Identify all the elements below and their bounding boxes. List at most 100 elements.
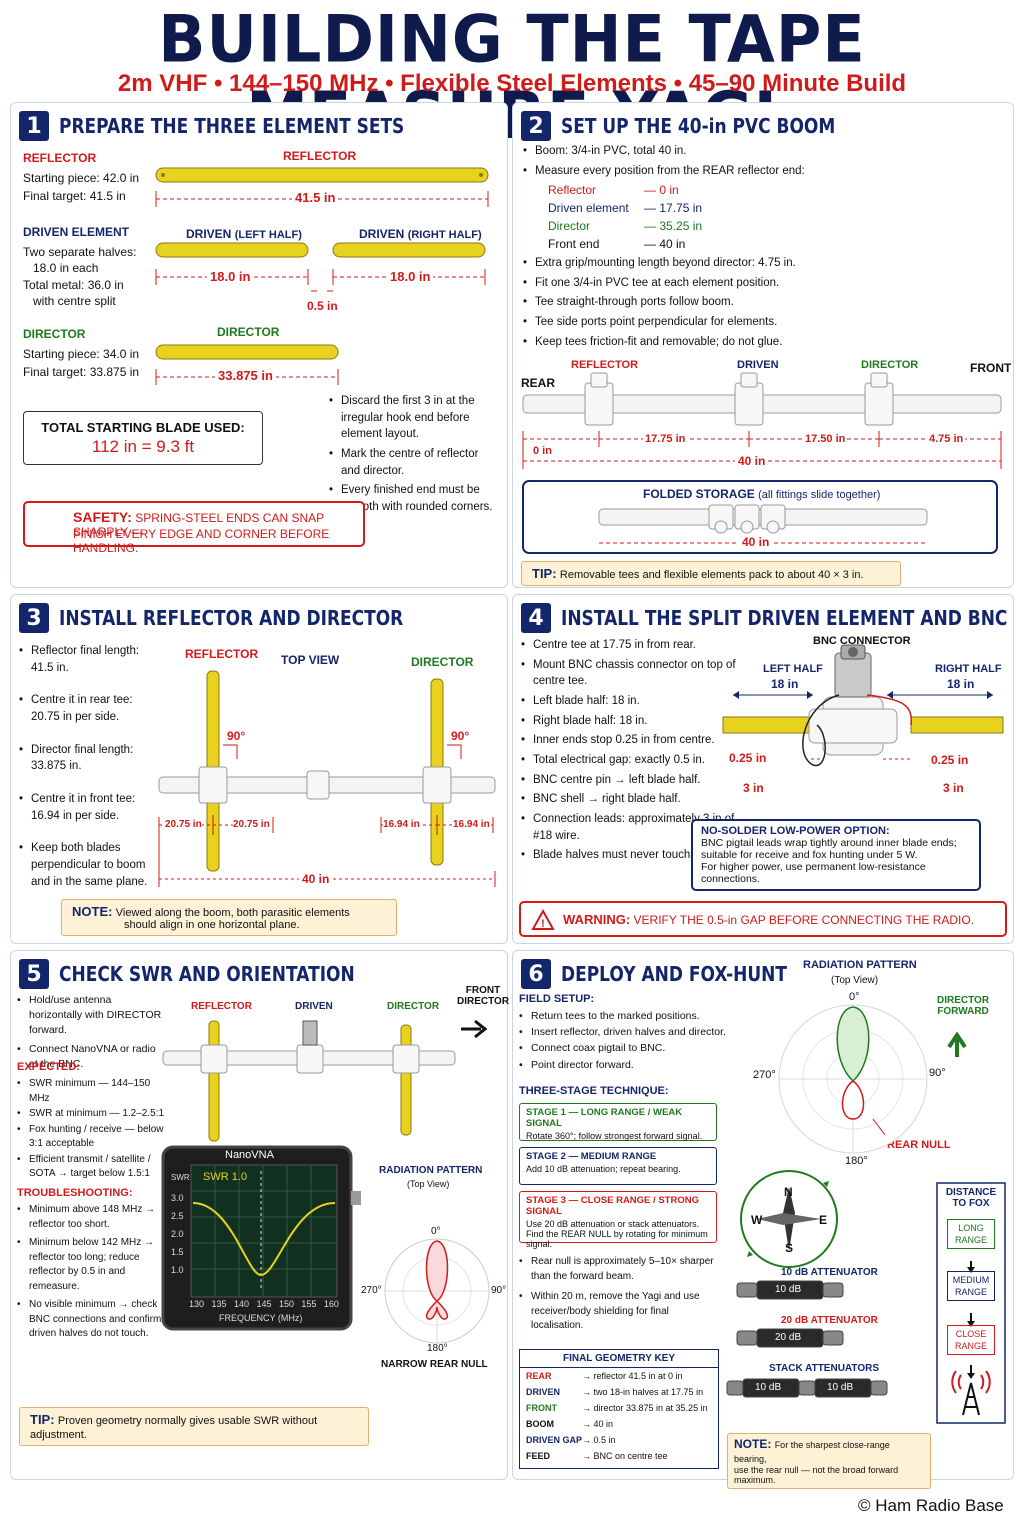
bullet: Connection leads: approximately 3 in of …	[521, 811, 741, 844]
dim-boom: 40 in	[299, 872, 333, 886]
reflector-label: REFLECTOR	[23, 151, 97, 165]
stage3-box: STAGE 3 — CLOSE RANGE / STRONG SIGNAL Us…	[519, 1191, 717, 1249]
rp6-0: 0°	[849, 991, 860, 1003]
director-blade-label: DIRECTOR	[217, 325, 280, 339]
rear-label: REAR	[521, 376, 556, 390]
boom-intro: Boom: 3/4-in PVC, total 40 in. Measure e…	[523, 143, 1003, 182]
troubleshooting-list: Minimum above 148 MHz → reflector too sh…	[17, 1203, 167, 1345]
director-final: Final target: 33.875 in	[23, 365, 140, 379]
panel-pvc-boom: 2 SET UP THE 40-in PVC BOOM Boom: 3/4-in…	[512, 102, 1014, 588]
rp6-90: 90°	[929, 1067, 946, 1079]
panel-title: INSTALL REFLECTOR AND DIRECTOR	[59, 606, 404, 630]
driven-line2: 18.0 in each	[33, 261, 99, 275]
total-value: 112 in = 9.3 ft	[91, 437, 195, 456]
rp-0: 0°	[431, 1226, 441, 1237]
panel-swr: 5 CHECK SWR AND ORIENTATION Hold/use ant…	[10, 950, 510, 1480]
swr-axis-label: SWR	[171, 1173, 190, 1182]
no-solder-box: NO-SOLDER LOW-POWER OPTION: BNC pigtail …	[691, 819, 981, 891]
rd-director-label: DIRECTOR	[411, 655, 474, 669]
storage-dim: 40 in	[739, 535, 773, 549]
compass-s: S	[785, 1241, 794, 1255]
copyright: © Ham Radio Base	[858, 1496, 1004, 1515]
driven-right-label: DRIVEN (RIGHT HALF)	[359, 227, 482, 241]
compass-w: W	[751, 1213, 763, 1227]
boom-bullets: Extra grip/mounting length beyond direct…	[523, 255, 1003, 353]
gap-left: 0.25 in	[729, 751, 767, 765]
position-table: Reflector— 0 in Driven element— 17.75 in…	[548, 183, 703, 251]
nanovna-label: NanoVNA	[225, 1149, 274, 1161]
dim-reflector-right: 20.75 in	[233, 819, 270, 830]
safety-box: SAFETY: SPRING-STEEL ENDS CAN SNAP SHARP…	[23, 501, 365, 555]
bullet: Centre it in front tee: 16.94 in per sid…	[19, 791, 149, 824]
bullet: Reflector final length: 41.5 in.	[19, 643, 149, 676]
geometry-key: FINAL GEOMETRY KEY REAR→ reflector 41.5 …	[519, 1349, 719, 1469]
left-half-len: 18 in	[771, 677, 799, 691]
driven-left-label: DRIVEN (LEFT HALF)	[186, 227, 302, 241]
rp-title: RADIATION PATTERN	[379, 1165, 483, 1176]
note-box: NOTE: For the sharpest close-range beari…	[727, 1433, 931, 1489]
total-label: TOTAL STARTING BLADE USED:	[41, 420, 245, 435]
gap-right: 0.25 in	[931, 753, 969, 767]
reflector-blade-label: REFLECTOR	[283, 149, 357, 163]
driven-line1: Two separate halves:	[23, 245, 137, 259]
right-half-len: 18 in	[947, 677, 975, 691]
stack-a: 10 dB	[755, 1382, 782, 1393]
driven-label: DRIVEN ELEMENT	[23, 225, 130, 239]
panel-title: DEPLOY AND FOX-HUNT	[561, 962, 787, 986]
bullet: Discard the first 3 in at the irregular …	[329, 393, 499, 443]
bullet: BNC centre pin → left blade half.	[521, 772, 741, 789]
bullet: Extra grip/mounting length beyond direct…	[523, 255, 1003, 272]
stack-b: 10 dB	[827, 1382, 854, 1393]
swr-reflector-label: REFLECTOR	[191, 1001, 252, 1012]
prep-bullets: Discard the first 3 in at the irregular …	[329, 393, 499, 519]
panel-title: INSTALL THE SPLIT DRIVEN ELEMENT AND BNC	[561, 606, 1008, 630]
safety-text: SPRING-STEEL ENDS CAN SNAP SHARPLY —	[73, 511, 324, 539]
dim-director-right: 16.94 in	[453, 819, 490, 830]
rp-90: 90°	[491, 1285, 507, 1296]
compass-n: N	[784, 1185, 793, 1199]
bullet: Boom: 3/4-in PVC, total 40 in.	[523, 143, 1003, 160]
bullet: Mount BNC chassis connector on top of ce…	[521, 657, 741, 690]
boom-reflector-label: REFLECTOR	[571, 359, 639, 371]
swr-bullets: Hold/use antenna horizontally with DIREC…	[17, 993, 167, 1075]
step-number: 5	[19, 959, 49, 989]
dim-director-front: 4.75 in	[927, 433, 966, 445]
swr-value: SWR 1.0	[203, 1171, 248, 1183]
total-blade-box: TOTAL STARTING BLADE USED: 112 in = 9.3 …	[23, 411, 263, 465]
bullet: Tee straight-through ports follow boom.	[523, 294, 1003, 311]
rd-bullets: Reflector final length: 41.5 in. Centre …	[19, 643, 149, 893]
panel-prepare-elements: 1 PREPARE THE THREE ELEMENT SETS REFLECT…	[10, 102, 508, 588]
rd-reflector-label: REFLECTOR	[185, 647, 259, 661]
rp6-sub: (Top View)	[831, 975, 879, 986]
top-view-label: TOP VIEW	[281, 653, 340, 667]
director-start: Starting piece: 34.0 in	[23, 347, 140, 361]
bullet: Inner ends stop 0.25 in from centre.	[521, 732, 741, 749]
three-stage-label: THREE-STAGE TECHNIQUE:	[519, 1085, 669, 1097]
right-half-label: RIGHT HALF	[935, 663, 1002, 675]
angle-reflector: 90°	[227, 729, 246, 743]
step-number: 2	[521, 111, 551, 141]
att10-value: 10 dB	[775, 1284, 802, 1295]
safety-label: SAFETY:	[73, 509, 132, 525]
director-dim: 33.875 in	[215, 368, 276, 383]
swr-director-label: DIRECTOR	[387, 1001, 440, 1012]
field-list: Return tees to the marked positions. Ins…	[519, 1009, 739, 1076]
bullet: Left blade half: 18 in.	[521, 693, 741, 710]
bullet: Centre it in rear tee: 20.75 in per side…	[19, 692, 149, 725]
rp-sub: (Top View)	[407, 1179, 450, 1189]
driven-line4: with centre split	[33, 294, 116, 308]
bullet: Tee side ports point perpendicular for e…	[523, 314, 1003, 331]
stage2-box: STAGE 2 — MEDIUM RANGE Add 10 dB attenua…	[519, 1147, 717, 1185]
step-number: 4	[521, 603, 551, 633]
swr-diagram	[161, 1019, 490, 1344]
svg-text:!: !	[541, 918, 545, 930]
warning-box: ! WARNING: VERIFY THE 0.5-in GAP BEFORE …	[519, 901, 1007, 937]
angle-director: 90°	[451, 729, 470, 743]
bullet: Right blade half: 18 in.	[521, 713, 741, 730]
bullet: Mark the centre of reflector and directo…	[329, 446, 499, 479]
freq-axis-label: FREQUENCY (MHz)	[219, 1313, 303, 1323]
